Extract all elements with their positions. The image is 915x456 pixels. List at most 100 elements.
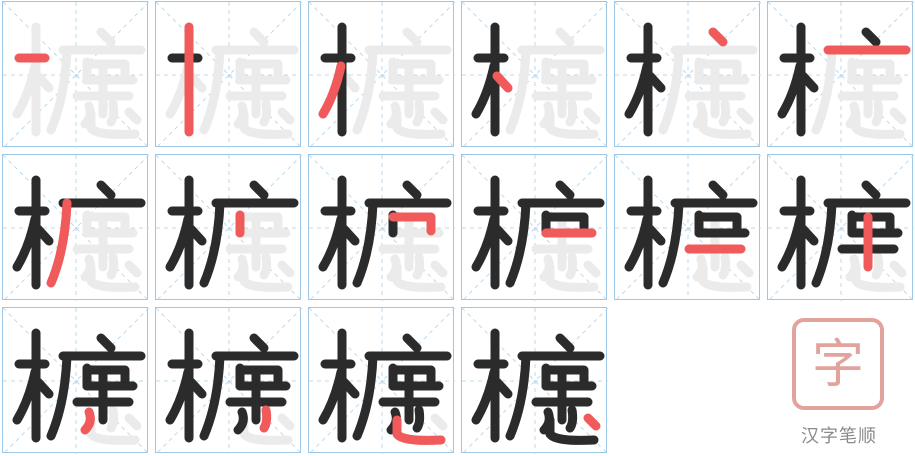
completed-stroke xyxy=(798,71,819,93)
completed-stroke xyxy=(555,180,575,200)
completed-stroke xyxy=(186,224,207,246)
watermark-caption: 汉字笔顺 xyxy=(801,426,877,447)
guide-line xyxy=(462,2,608,148)
ghost-stroke xyxy=(46,45,72,135)
ghost-stroke xyxy=(583,107,601,125)
guide-line xyxy=(309,2,455,148)
ghost-stroke xyxy=(86,262,140,292)
stroke-step-cell xyxy=(767,154,914,301)
current-stroke xyxy=(259,405,272,433)
stroke-step-cell xyxy=(2,307,149,454)
ghost-stroke xyxy=(402,27,422,47)
completed-stroke xyxy=(33,377,54,399)
guide-line xyxy=(768,2,914,148)
guide-line xyxy=(156,2,302,148)
current-stroke xyxy=(492,71,513,93)
ghost-stroke xyxy=(392,262,446,292)
ghost-stroke xyxy=(555,27,575,47)
completed-stroke xyxy=(46,351,72,441)
ghost-stroke xyxy=(106,99,119,127)
ghost-stroke xyxy=(565,252,578,280)
completed-stroke xyxy=(12,214,40,272)
stroke-step-cell xyxy=(461,154,608,301)
completed-stroke xyxy=(96,180,116,200)
guide-line xyxy=(3,2,149,148)
ghost-stroke xyxy=(239,109,293,139)
ghost-stroke xyxy=(871,252,884,280)
completed-stroke xyxy=(352,351,378,441)
completed-stroke xyxy=(505,351,531,441)
completed-stroke xyxy=(402,333,422,353)
current-stroke xyxy=(388,212,436,236)
completed-stroke xyxy=(412,405,425,433)
ghost-stroke xyxy=(412,252,425,280)
completed-stroke xyxy=(33,224,54,246)
guide-line xyxy=(3,155,149,301)
ghost-stroke xyxy=(259,99,272,127)
ghost-stroke xyxy=(851,109,905,139)
guide-line xyxy=(3,308,149,454)
guide-line xyxy=(309,2,455,148)
guide-line xyxy=(3,155,149,301)
completed-stroke xyxy=(249,333,269,353)
completed-stroke xyxy=(186,377,207,399)
completed-stroke xyxy=(12,367,40,425)
completed-stroke xyxy=(555,333,575,353)
stroke-step-cell xyxy=(155,154,302,301)
guide-line xyxy=(768,155,914,301)
guide-line xyxy=(3,308,149,454)
ghost-stroke xyxy=(583,260,601,278)
guide-line xyxy=(156,308,302,454)
guide-line xyxy=(462,308,608,454)
completed-stroke xyxy=(471,367,499,425)
ghost-stroke xyxy=(392,109,446,139)
stroke-step-cell xyxy=(614,1,761,148)
guide-line xyxy=(768,2,914,148)
ghost-stroke xyxy=(430,107,448,125)
ghost-stroke xyxy=(889,107,907,125)
completed-stroke xyxy=(777,61,805,119)
completed-stroke xyxy=(318,214,346,272)
current-stroke xyxy=(80,407,95,435)
guide-line xyxy=(462,155,608,301)
stroke-step-cell xyxy=(155,1,302,148)
completed-stroke xyxy=(694,212,742,236)
stroke-step-cell xyxy=(461,1,608,148)
ghost-stroke xyxy=(352,45,378,135)
completed-stroke xyxy=(471,61,499,119)
ghost-stroke xyxy=(33,71,54,93)
ghost-stroke xyxy=(277,107,295,125)
ghost-stroke xyxy=(658,45,684,135)
stroke-step-cell xyxy=(2,154,149,301)
ghost-stroke xyxy=(698,262,752,292)
guide-line xyxy=(3,2,149,148)
completed-stroke xyxy=(545,415,599,445)
ghost-stroke xyxy=(239,415,293,445)
ghost-stroke xyxy=(412,99,425,127)
ghost-stroke xyxy=(12,61,40,119)
guide-line xyxy=(156,2,302,148)
current-stroke xyxy=(708,27,728,47)
completed-stroke xyxy=(471,214,499,272)
completed-stroke xyxy=(505,198,531,288)
ghost-stroke xyxy=(811,45,837,135)
completed-stroke xyxy=(96,333,116,353)
completed-stroke xyxy=(708,180,728,200)
guide-line xyxy=(615,155,761,301)
ghost-stroke xyxy=(199,45,225,135)
stroke-step-cell xyxy=(308,154,455,301)
guide-line xyxy=(156,155,302,301)
ghost-stroke xyxy=(124,107,142,125)
ghost-stroke xyxy=(545,109,599,139)
completed-stroke xyxy=(861,180,881,200)
ghost-stroke xyxy=(698,109,752,139)
ghost-stroke xyxy=(106,252,119,280)
completed-stroke xyxy=(777,214,805,272)
ghost-stroke xyxy=(124,260,142,278)
ghost-stroke xyxy=(718,252,731,280)
completed-stroke xyxy=(318,367,346,425)
completed-stroke xyxy=(249,180,269,200)
ghost-stroke xyxy=(86,415,140,445)
completed-stroke xyxy=(199,198,225,288)
